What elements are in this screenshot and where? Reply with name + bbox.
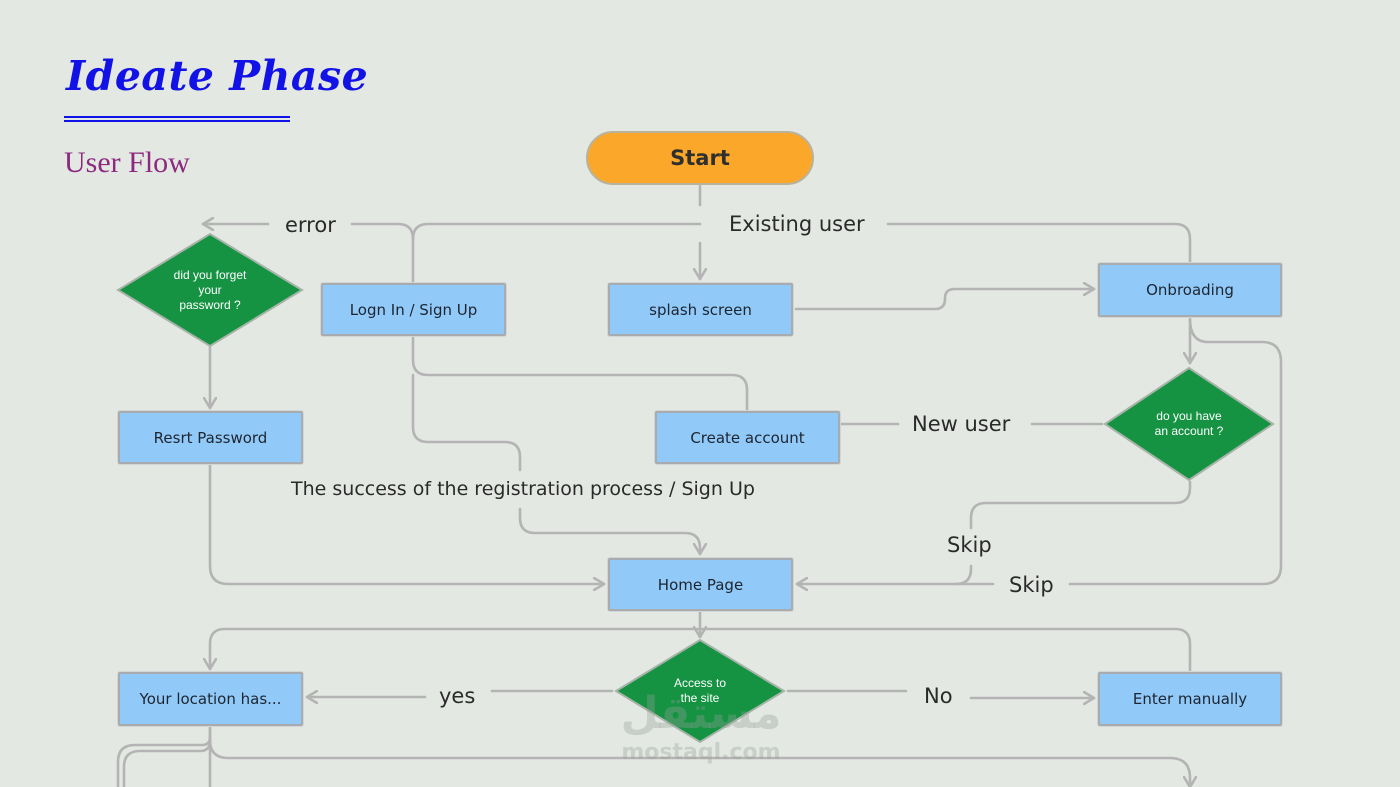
connector-reset-home (208, 463, 606, 584)
connector-decision-skip (954, 480, 1192, 586)
edge-label-yes: yes (439, 684, 476, 708)
decision-text: did you forget your password ? (116, 232, 304, 348)
forgot-password-decision: did you forget your password ? (116, 232, 304, 348)
decision-text-line: Access to (673, 676, 727, 690)
have-account-decision: do you have an account ? (1103, 366, 1275, 482)
connector-error (203, 224, 415, 241)
watermark-glyph: مستقل (620, 688, 782, 739)
home-page-node: Home Page (608, 558, 793, 611)
decision-text-line: password ? (179, 297, 241, 312)
page-subtitle: User Flow (64, 146, 190, 179)
page-title: Ideate Phase (66, 52, 369, 100)
enter-manually-node: Enter manually (1098, 672, 1282, 726)
connector-location-left (116, 727, 212, 787)
decision-text: do you have an account ? (1103, 366, 1275, 482)
onboarding-node: Onbroading (1098, 263, 1282, 317)
connector-home-split-left (210, 627, 702, 671)
connector-existing-user-right (886, 222, 1192, 264)
connector-no (786, 691, 1094, 698)
title-underline (64, 116, 290, 118)
edge-label-error: error (285, 213, 336, 237)
decision-diamond-shape (614, 638, 786, 744)
decision-text-line: an account ? (1154, 424, 1224, 438)
watermark-site: mostaql.com (621, 740, 781, 765)
edge-label-no: No (924, 684, 953, 708)
connector-splash-onboarding (794, 289, 1096, 311)
edge-label-existing-user: Existing user (729, 212, 865, 236)
reset-password-node: Resrt Password (118, 411, 303, 464)
decision-text-line: the site (680, 691, 720, 705)
login-signup-node: Logn In / Sign Up (321, 283, 506, 336)
location-node: Your location has... (118, 672, 303, 726)
watermark-logo: مستقل mostaql.com (612, 688, 790, 778)
decision-text: Access to the site (614, 638, 786, 744)
connector-yes (307, 691, 614, 697)
decision-text-line: did you forget (173, 267, 247, 282)
create-account-node: Create account (655, 411, 840, 464)
connector-existing-user-left (411, 222, 702, 284)
connector-home-split-right (698, 627, 1192, 672)
edge-label-new-user: New user (912, 412, 1011, 436)
decision-diamond-shape (1103, 366, 1275, 482)
access-site-decision: Access to the site (614, 638, 786, 744)
connector-login-home (411, 373, 700, 554)
decision-text-line: your (198, 282, 222, 297)
title-underline (64, 120, 290, 122)
edge-label-registration-success: The success of the registration process … (291, 478, 755, 500)
start-node: Start (586, 131, 814, 185)
edge-label-skip: Skip (1009, 573, 1054, 597)
edge-label-skip: Skip (947, 533, 992, 557)
connector-login-create (411, 335, 749, 412)
decision-text-line: do you have (1156, 409, 1222, 423)
decision-diamond-shape (116, 232, 304, 348)
connector-location-right (208, 738, 1190, 787)
splash-screen-node: splash screen (608, 283, 793, 336)
